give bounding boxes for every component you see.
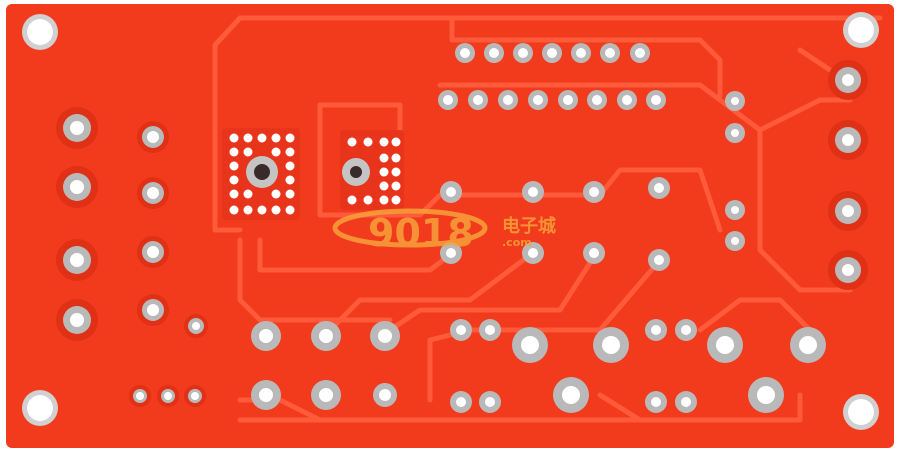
through-hole-pad: [56, 299, 98, 341]
through-hole-pad: [370, 321, 400, 351]
through-hole-pad: [725, 123, 745, 143]
through-hole-pad: [553, 377, 589, 413]
through-hole-pad: [630, 43, 650, 63]
through-hole-pad: [645, 319, 667, 341]
through-hole-pad: [137, 294, 169, 326]
through-hole-pad: [311, 321, 341, 351]
watermark-swoosh: [332, 208, 488, 248]
through-hole-pad: [440, 181, 462, 203]
through-hole-pad: [828, 120, 868, 160]
through-hole-pad: [440, 242, 462, 264]
through-hole-pad: [675, 319, 697, 341]
through-hole-pad: [137, 177, 169, 209]
through-hole-pad: [707, 327, 743, 363]
through-hole-pad: [645, 391, 667, 413]
middle-pads: [440, 177, 670, 271]
through-hole-pad: [450, 319, 472, 341]
via-array-left: [222, 128, 300, 220]
through-hole-pad: [748, 377, 784, 413]
through-hole-pad: [498, 90, 518, 110]
through-hole-pad: [373, 383, 397, 407]
through-hole-pad: [438, 90, 458, 110]
through-hole-pad: [184, 385, 206, 407]
left-large-pads: [56, 107, 98, 341]
through-hole-pad: [450, 391, 472, 413]
ic-header-top: [455, 43, 650, 63]
through-hole-pad: [571, 43, 591, 63]
through-hole-pad: [468, 90, 488, 110]
watermark-logo: 9018 电子城 .com: [332, 208, 556, 255]
through-hole-pad: [558, 90, 578, 110]
through-hole-pad: [648, 177, 670, 199]
through-hole-pad: [617, 90, 637, 110]
through-hole-pad: [522, 242, 544, 264]
through-hole-pad: [129, 385, 151, 407]
through-hole-pad: [137, 236, 169, 268]
bottom-left-pads: [129, 385, 206, 407]
through-hole-pad: [512, 327, 548, 363]
through-hole-pad: [513, 43, 533, 63]
lower-pads: [251, 319, 826, 413]
through-hole-pad: [725, 200, 745, 220]
ic-header-bottom: [438, 90, 666, 110]
through-hole-pad: [157, 385, 179, 407]
through-hole-pad: [600, 43, 620, 63]
through-hole-pad: [828, 191, 868, 231]
through-hole-pad: [479, 319, 501, 341]
through-hole-pad: [311, 380, 341, 410]
right-small-pads: [725, 91, 745, 251]
through-hole-pad: [725, 91, 745, 111]
watermark-digits: 9018: [368, 211, 474, 255]
second-column-pads: [137, 121, 208, 338]
through-hole-pad: [587, 90, 607, 110]
via-array-right: [340, 130, 404, 210]
through-hole-pad: [725, 231, 745, 251]
watermark-cn: 电子城: [502, 215, 556, 237]
through-hole-pad: [56, 107, 98, 149]
through-hole-pad: [56, 239, 98, 281]
mounting-holes: [22, 12, 879, 430]
through-hole-pad: [528, 90, 548, 110]
through-hole-pad: [648, 249, 670, 271]
through-hole-pad: [522, 181, 544, 203]
right-large-pads: [828, 60, 868, 290]
through-hole-pad: [56, 166, 98, 208]
through-hole-pad: [646, 90, 666, 110]
through-hole-pad: [479, 391, 501, 413]
watermark-domain: .com: [502, 236, 532, 249]
through-hole-pad: [455, 43, 475, 63]
through-hole-pad: [137, 121, 169, 153]
through-hole-pad: [542, 43, 562, 63]
through-hole-pad: [484, 43, 504, 63]
through-hole-pad: [790, 327, 826, 363]
board-substrate: [6, 4, 894, 448]
through-hole-pad: [828, 60, 868, 100]
through-hole-pad: [251, 380, 281, 410]
through-hole-pad: [593, 327, 629, 363]
through-hole-pad: [184, 314, 208, 338]
through-hole-pad: [583, 181, 605, 203]
copper-traces: [212, 15, 883, 423]
through-hole-pad: [675, 391, 697, 413]
through-hole-pad: [583, 242, 605, 264]
through-hole-pad: [251, 321, 281, 351]
through-hole-pad: [828, 250, 868, 290]
